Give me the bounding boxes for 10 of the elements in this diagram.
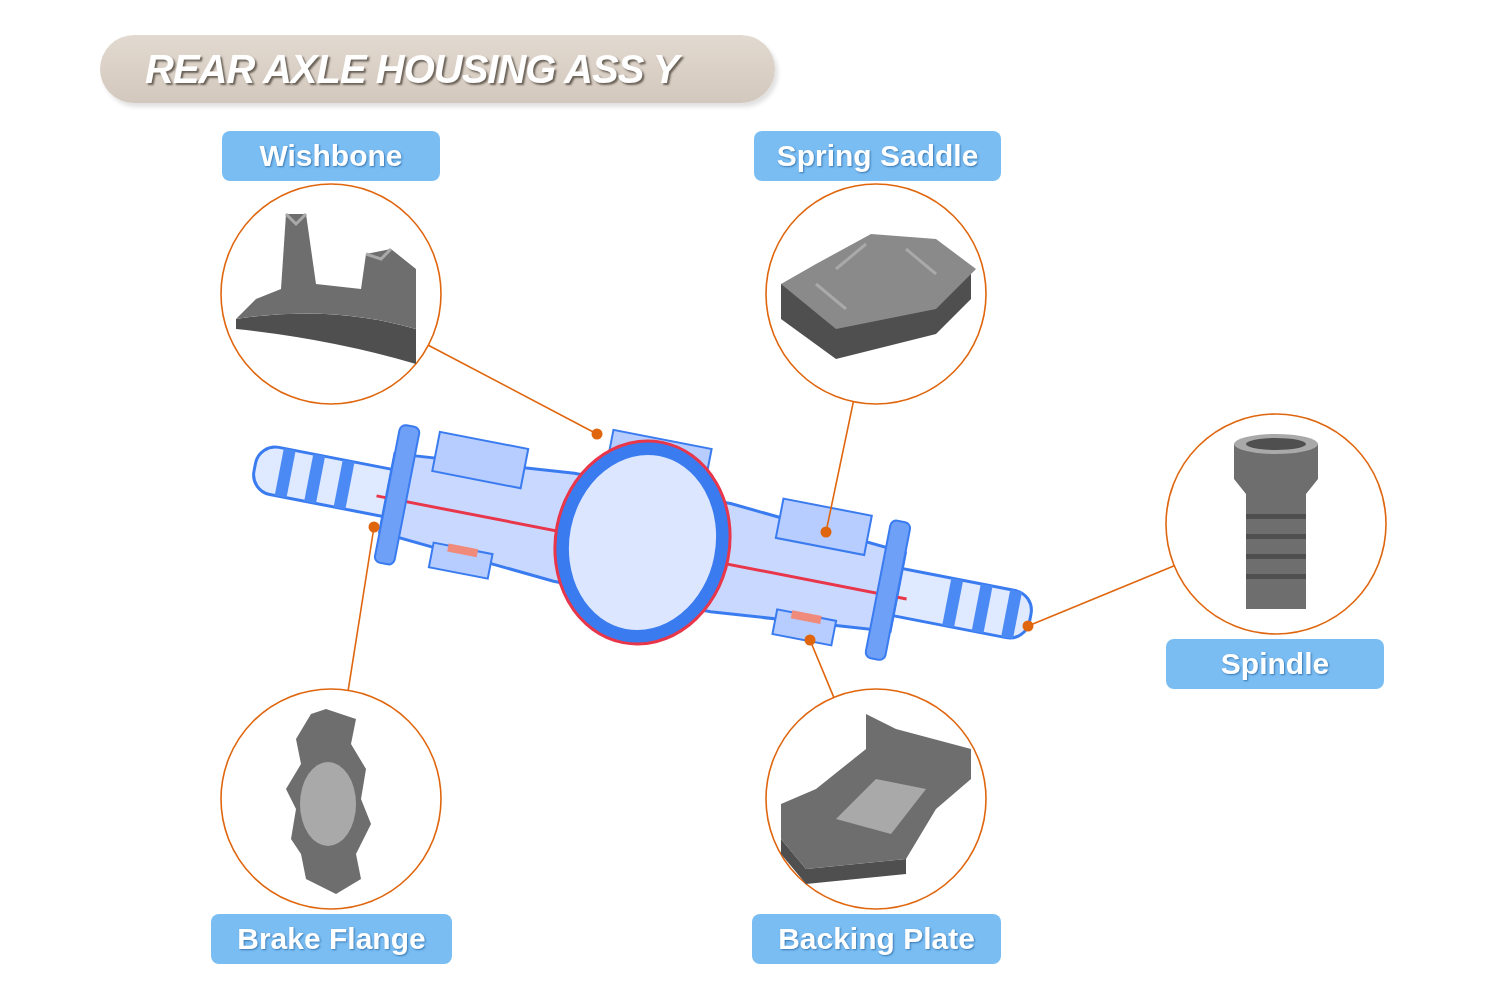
leader-line: [804, 634, 835, 699]
leader-line: [347, 521, 380, 692]
part-label: Brake Flange: [211, 914, 452, 964]
leader-line: [1022, 565, 1176, 632]
part-label: Backing Plate: [752, 914, 1001, 964]
part-label: Spindle: [1166, 639, 1384, 689]
part-label: Spring Saddle: [754, 131, 1001, 181]
leader-line: [820, 400, 855, 538]
part-label: Wishbone: [222, 131, 440, 181]
leader-line: [427, 344, 603, 440]
